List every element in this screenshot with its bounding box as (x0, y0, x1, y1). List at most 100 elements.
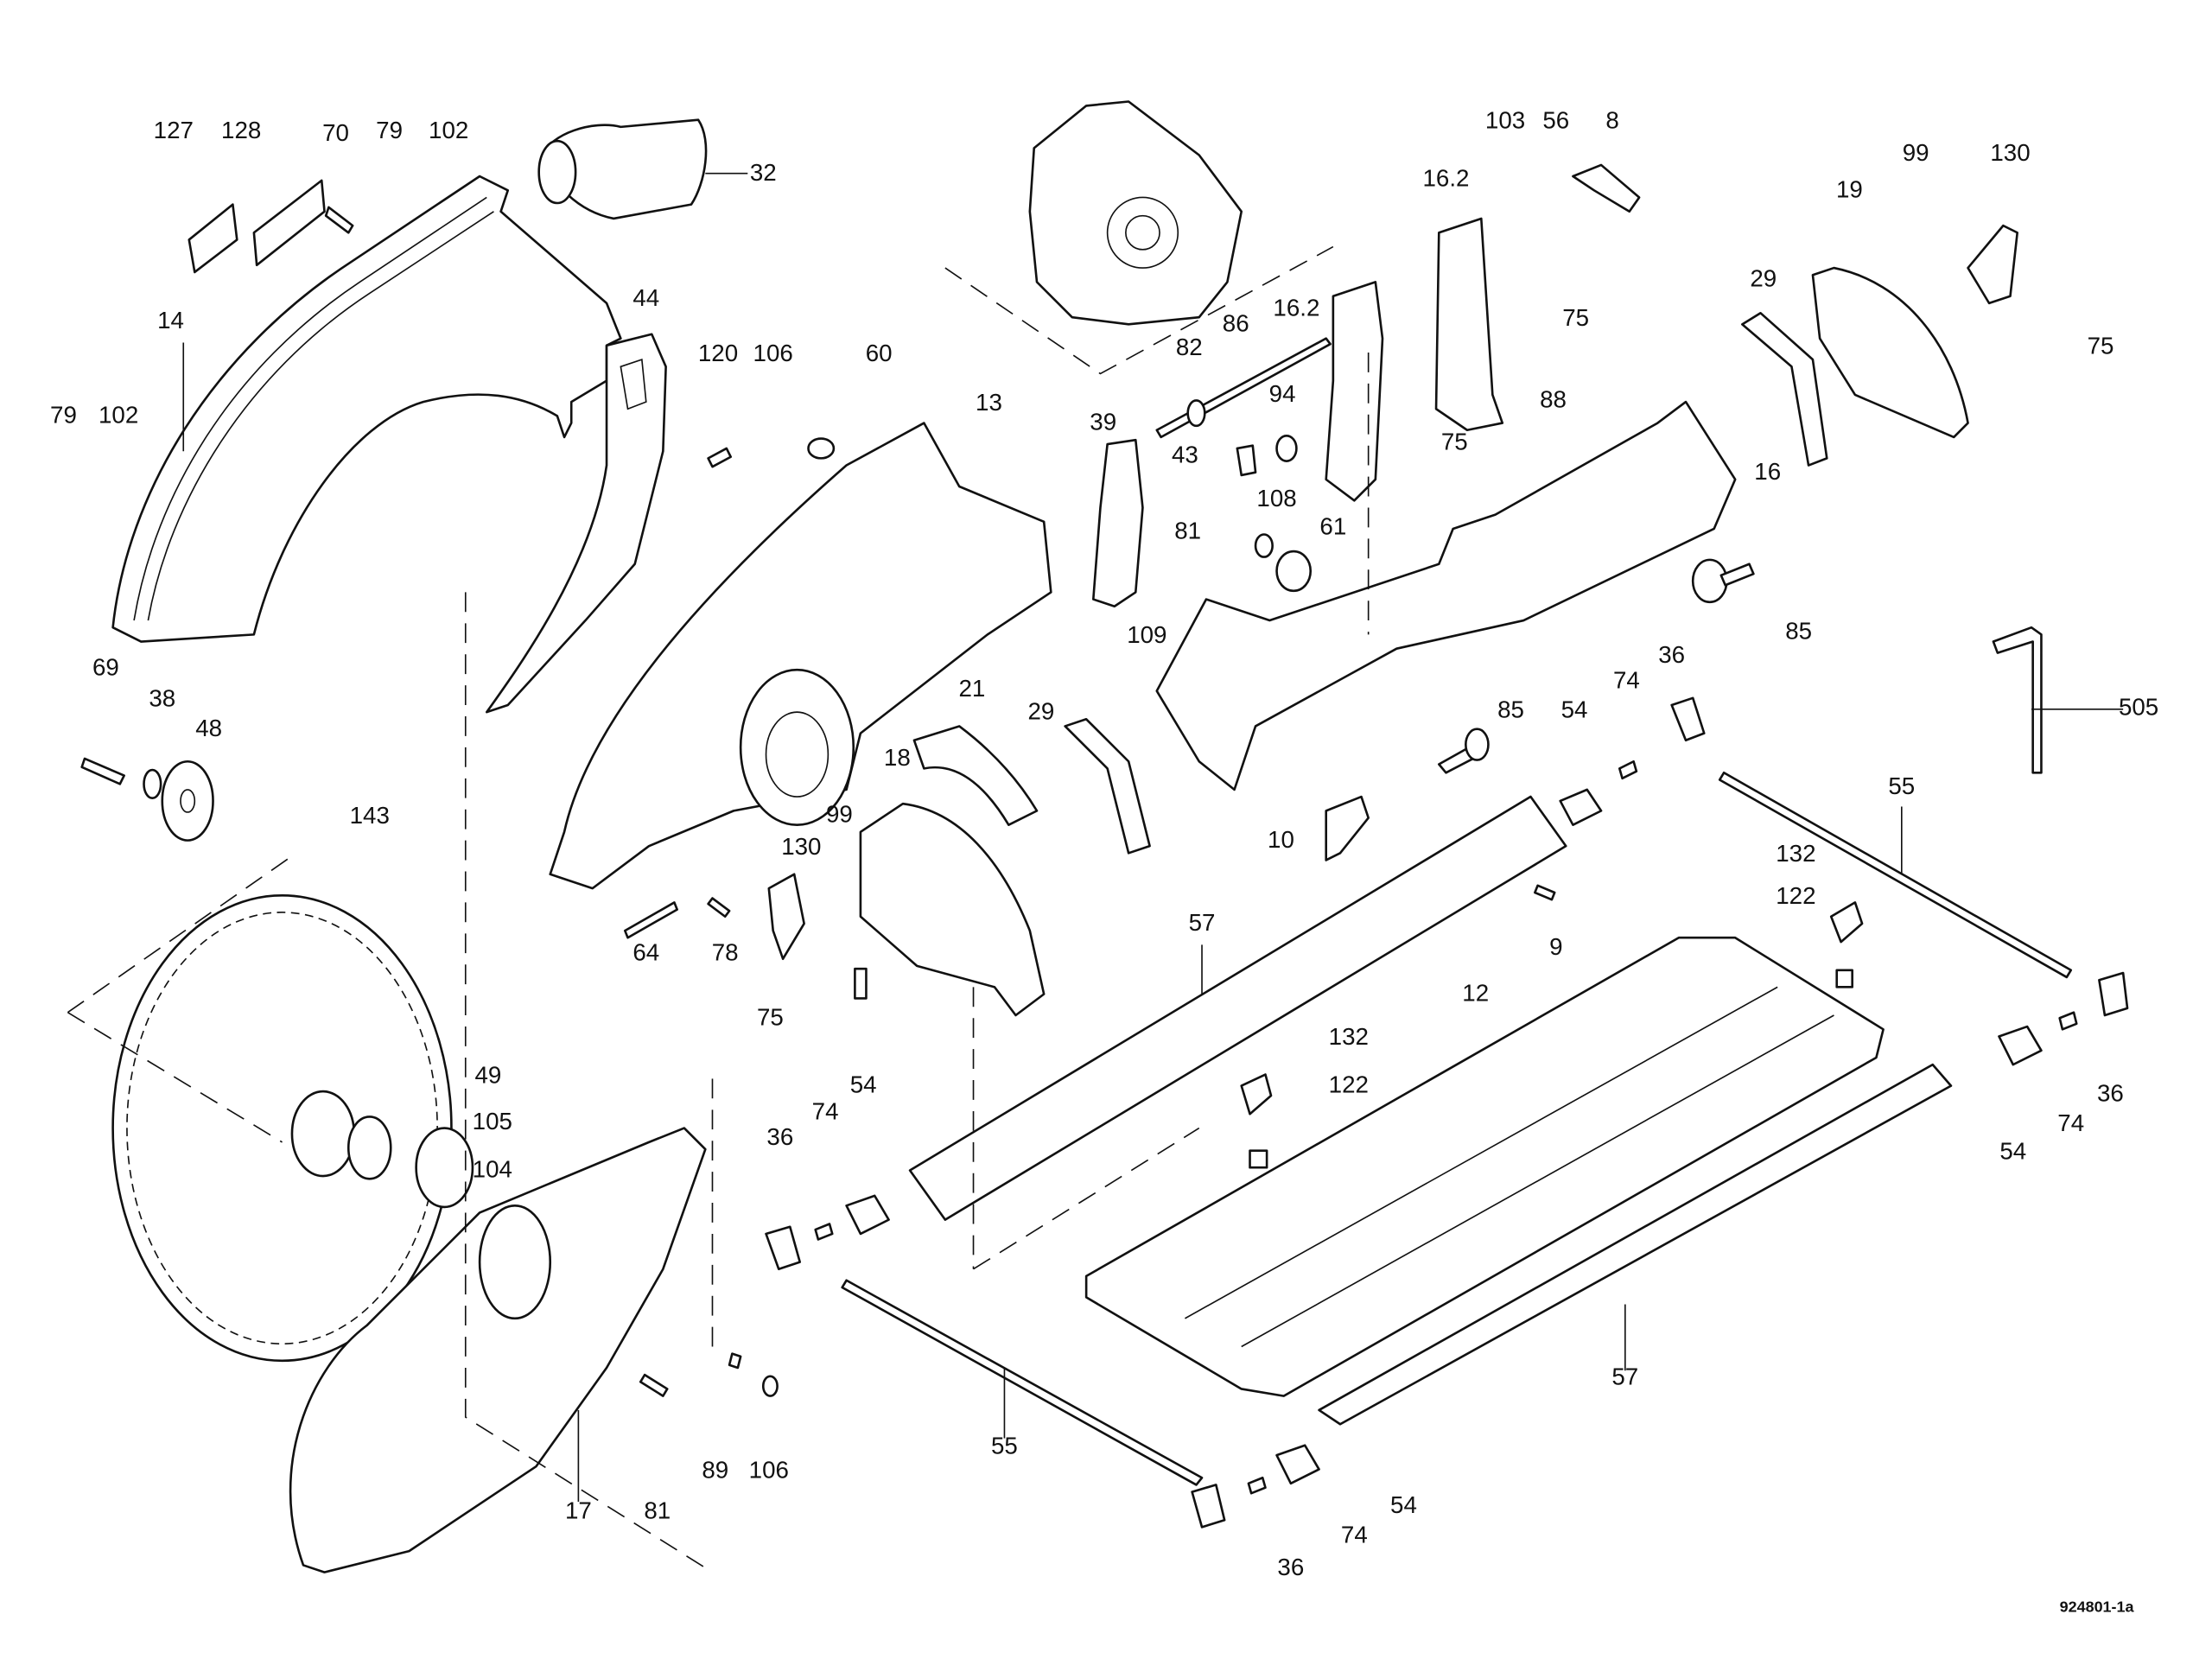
assembly-lines (67, 352, 1370, 1573)
callout-label-74: 74 (1341, 1521, 1368, 1548)
callout-label-99: 99 (1903, 139, 1929, 166)
callout-label-69: 69 (92, 654, 119, 681)
callout-label-99: 99 (826, 800, 853, 827)
callout-label-39: 39 (1090, 409, 1116, 435)
washer-108 (1254, 533, 1274, 558)
bolt-85-lower (1438, 728, 1490, 774)
bracket-39 (1092, 438, 1144, 608)
label-plate-127 (188, 203, 238, 274)
callout-label-43: 43 (1172, 441, 1198, 467)
pin-64 (623, 901, 678, 939)
knob-8 (1572, 163, 1641, 213)
callout-label-57: 57 (1611, 1363, 1638, 1390)
callout-label-10: 10 (1268, 826, 1294, 853)
callout-label-21: 21 (958, 675, 985, 702)
upper-blade-guard (111, 175, 622, 643)
callout-label-36: 36 (1658, 641, 1685, 668)
callout-label-8: 8 (1605, 107, 1618, 134)
callout-label-143: 143 (350, 802, 390, 829)
saw-arm-13 (549, 422, 1052, 890)
callout-label-505: 505 (2119, 693, 2158, 720)
bushing-54-b (1998, 1025, 2043, 1066)
spring-122-upper (1835, 969, 1853, 988)
bushing-54-c (845, 1194, 890, 1236)
callout-label-120: 120 (698, 340, 738, 366)
callout-label-32: 32 (750, 159, 777, 186)
callout-label-36: 36 (1277, 1554, 1304, 1580)
bevel-quadrant-19 (1811, 266, 1969, 439)
knob-130-lower (767, 873, 805, 961)
callout-label-9: 9 (1549, 933, 1562, 960)
hex-key-505 (1992, 626, 2043, 774)
screw-74-b (2058, 1011, 2078, 1031)
callout-label-122: 122 (1329, 1071, 1369, 1098)
spring-122-lower (1249, 1149, 1268, 1169)
dust-elbow-32 (537, 118, 708, 220)
callout-label-75: 75 (1562, 304, 1589, 331)
callout-label-109: 109 (1127, 621, 1166, 648)
callout-label-18: 18 (884, 744, 911, 771)
riving-knife-44 (485, 333, 667, 714)
callout-label-16-2: 16.2 (1422, 164, 1469, 191)
callout-label-81: 81 (644, 1497, 671, 1524)
callout-label-55: 55 (991, 1433, 1018, 1459)
callout-label-75: 75 (1441, 429, 1468, 455)
bushing-54-d (1275, 1444, 1320, 1485)
rod-55-upper (1718, 771, 2073, 979)
link-29-upper (1741, 311, 1828, 467)
callout-label-64: 64 (632, 938, 659, 965)
callout-label-122: 122 (1776, 882, 1815, 909)
miter-quadrant-18 (859, 802, 1046, 1017)
callout-label-85: 85 (1497, 696, 1524, 723)
callout-label-102: 102 (99, 402, 138, 429)
callout-label-61: 61 (1319, 513, 1346, 540)
miter-scale-21 (912, 725, 1039, 826)
spring-120 (707, 447, 733, 468)
callout-label-60: 60 (866, 340, 893, 366)
callout-label-105: 105 (473, 1108, 512, 1135)
knob-132-upper (1829, 901, 1864, 944)
callout-label-12: 12 (1462, 980, 1489, 1007)
callout-label-14: 14 (157, 307, 184, 334)
swing-frame-16 (1155, 400, 1737, 791)
callout-label-89: 89 (702, 1456, 728, 1483)
roller-61 (1275, 550, 1313, 593)
callout-label-44: 44 (632, 284, 659, 311)
ring-104 (415, 1127, 474, 1209)
pin-94 (1275, 434, 1298, 462)
clip-43 (1236, 444, 1257, 477)
screw-70 (324, 206, 354, 234)
rod-86 (1155, 337, 1332, 439)
bushing-60 (807, 437, 836, 460)
knob-132-lower (1240, 1073, 1273, 1115)
lower-blade-guard-17 (289, 1127, 707, 1573)
callout-label-106: 106 (753, 340, 793, 366)
callout-label-57: 57 (1189, 909, 1216, 936)
rod-55-lower (841, 1279, 1204, 1486)
callout-label-74: 74 (812, 1098, 839, 1125)
callout-label-54: 54 (850, 1071, 877, 1098)
base-tray-12 (1084, 936, 1885, 1397)
callout-label-127: 127 (154, 117, 194, 143)
flange-48 (161, 760, 214, 842)
callout-label-19: 19 (1836, 175, 1863, 202)
screw-81-lower (639, 1373, 669, 1397)
washer-106-lower (761, 1375, 779, 1397)
callout-label-103: 103 (1485, 107, 1525, 134)
callout-label-38: 38 (149, 685, 175, 712)
callout-label-36: 36 (766, 1123, 793, 1150)
screw-74-d (1247, 1476, 1267, 1495)
callout-label-54: 54 (1390, 1491, 1417, 1518)
screw-78 (707, 897, 731, 918)
bushing-54-a (1559, 788, 1603, 826)
rack-16-2-left (1325, 281, 1384, 502)
callout-label-82: 82 (1176, 334, 1203, 360)
rail-57-lower (1318, 1063, 1953, 1426)
callout-label-86: 86 (1223, 310, 1249, 337)
callout-label-54: 54 (1999, 1137, 2026, 1164)
motor-housing (1028, 100, 1243, 326)
callout-label-55: 55 (1888, 772, 1915, 799)
callout-label-16: 16 (1754, 458, 1781, 485)
screw-74-a (1618, 760, 1638, 780)
